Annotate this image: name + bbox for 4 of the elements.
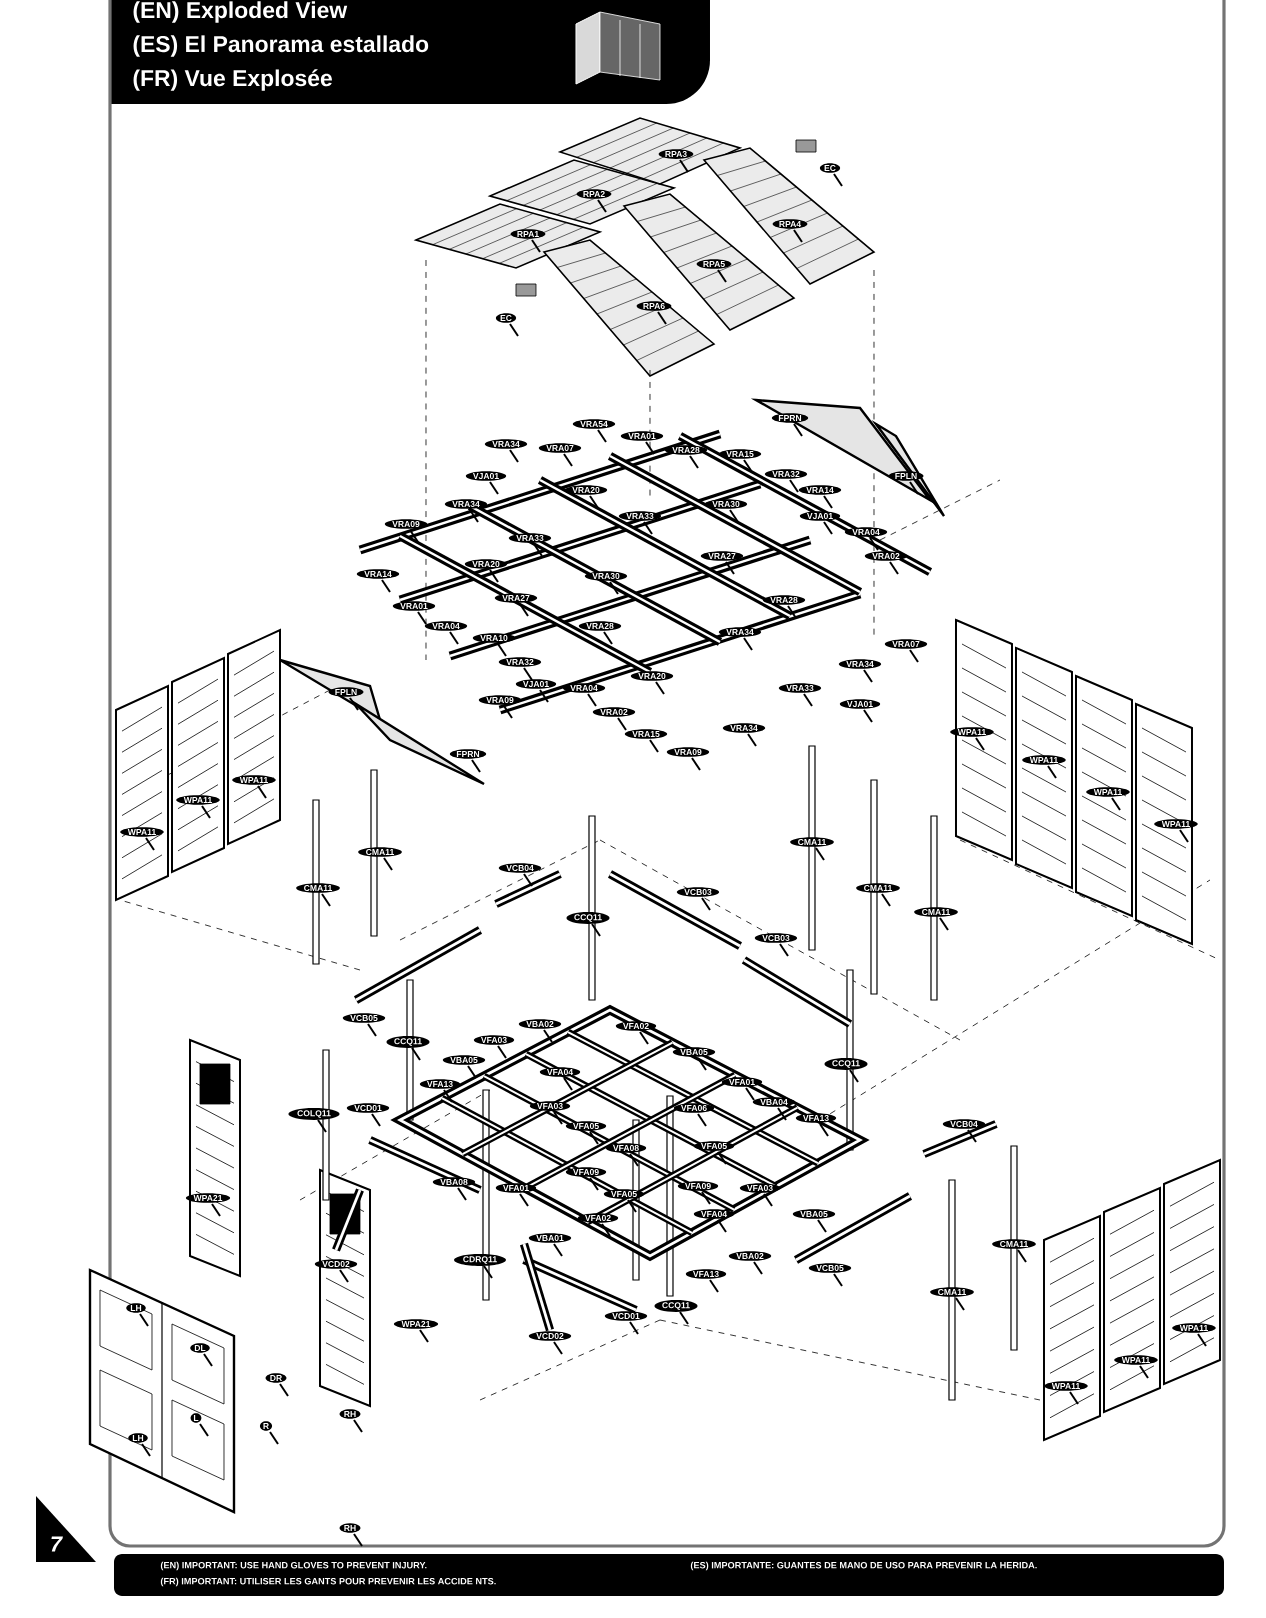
page-number: 7 — [51, 1536, 63, 1552]
title-text: (FR) Vue Explosée — [133, 69, 332, 91]
title-text: (EN) Exploded View — [133, 1, 348, 23]
title-text: (ES) El Panorama estallado — [133, 35, 429, 57]
